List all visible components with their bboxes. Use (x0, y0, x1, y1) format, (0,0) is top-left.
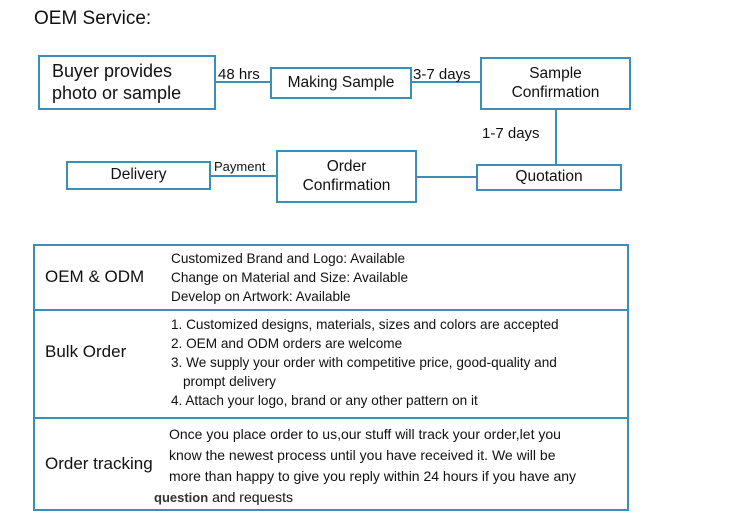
question-rest: and requests (212, 489, 294, 505)
node-sample-confirmation-line-1: Sample (529, 64, 582, 82)
row-line: Develop on Artwork: Available (171, 289, 351, 304)
row-line: 1. Customized designs, materials, sizes … (171, 317, 559, 332)
row-line: know the newest process until you have r… (169, 447, 556, 463)
edge-label-48-hrs: 48 hrs (218, 66, 260, 83)
row-line: Change on Material and Size: Available (171, 270, 409, 285)
row-line: prompt delivery (183, 374, 276, 389)
row-line: more than happy to give you reply within… (169, 468, 577, 484)
edge-label-payment: Payment (214, 159, 266, 174)
table-row-bulk-order: Bulk Order 1. Customized designs, materi… (35, 309, 627, 417)
table-row-oem-odm: OEM & ODM Customized Brand and Logo: Ava… (35, 246, 627, 309)
node-buyer-line-1: Buyer provides (52, 60, 173, 81)
node-delivery: Delivery (66, 161, 211, 190)
service-table: OEM & ODM Customized Brand and Logo: Ava… (33, 244, 629, 511)
node-buyer: Buyer provides photo or sample (38, 55, 216, 110)
edge-label-1-7-days: 1-7 days (482, 125, 540, 142)
row-line: 2. OEM and ODM orders are welcome (171, 336, 403, 351)
table-row-order-tracking: Order tracking Once you place order to u… (35, 417, 627, 509)
node-order-confirmation-line-2: Confirmation (302, 176, 391, 194)
question-word: question (154, 490, 209, 505)
flow-connectors (210, 81, 557, 178)
row-line: Once you place order to us,our stuff wil… (169, 426, 561, 442)
row-text-bulk-order: 1. Customized designs, materials, sizes … (171, 315, 559, 410)
row-text-oem-odm: Customized Brand and Logo: Available Cha… (171, 249, 408, 306)
node-order-confirmation-line-1: Order (326, 157, 367, 175)
row-line: Customized Brand and Logo: Available (171, 251, 406, 266)
node-making-sample-label: Making Sample (287, 73, 395, 91)
node-delivery-label: Delivery (110, 166, 167, 184)
row-text-order-tracking: Once you place order to us,our stuff wil… (154, 424, 577, 508)
page-title: OEM Service: (34, 8, 152, 29)
node-making-sample: Making Sample (270, 67, 412, 99)
node-quotation-label: Quotation (515, 168, 583, 186)
node-sample-confirmation: Sample Confirmation (480, 57, 631, 110)
node-quotation: Quotation (476, 164, 622, 191)
row-label-bulk-order: Bulk Order (45, 342, 127, 361)
row-label-order-tracking: Order tracking (45, 454, 153, 473)
row-line: 3. We supply your order with competitive… (171, 355, 557, 370)
row-label-oem-odm: OEM & ODM (45, 267, 145, 286)
edge-label-3-7-days: 3-7 days (413, 66, 471, 83)
node-buyer-line-2: photo or sample (52, 82, 182, 103)
row-line-last: question and requests (154, 487, 576, 508)
node-sample-confirmation-line-2: Confirmation (511, 83, 600, 101)
node-order-confirmation: Order Confirmation (276, 150, 417, 203)
row-line: 4. Attach your logo, brand or any other … (171, 393, 478, 408)
